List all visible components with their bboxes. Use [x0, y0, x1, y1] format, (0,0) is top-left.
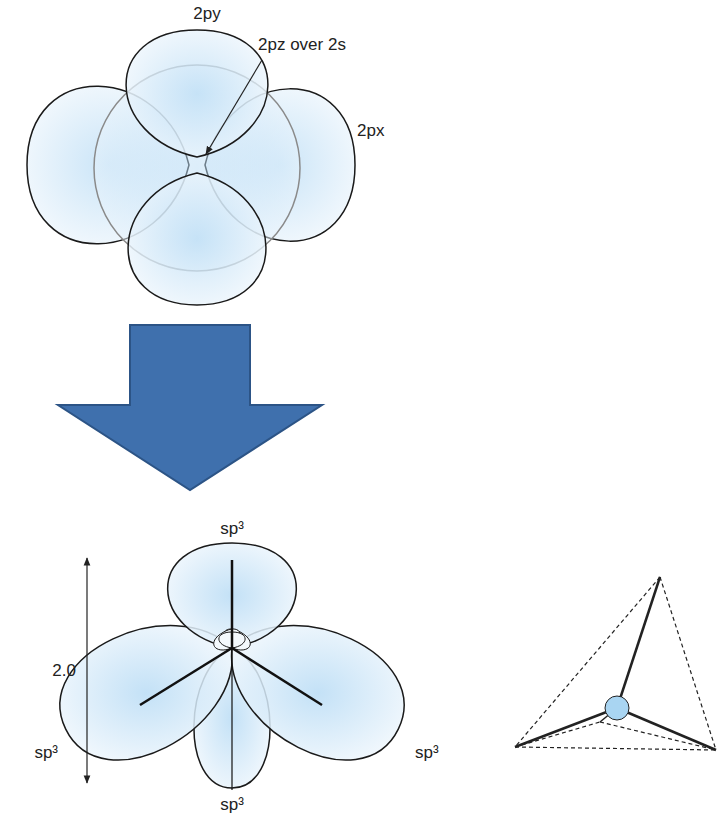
leader-arrow [206, 60, 262, 154]
dimension-value: 2.0 [52, 662, 76, 681]
sp3-lobe [168, 543, 297, 648]
orbital-label: sp³ [220, 796, 244, 815]
orbital-label: 2py [193, 5, 220, 24]
sp3-lobe [232, 626, 405, 760]
orbital-label: 2px [357, 122, 384, 141]
bond-axis [140, 648, 232, 705]
orbital-label: sp³ [415, 744, 439, 763]
hybrid-orbitals [60, 543, 404, 790]
sp3-lobe [60, 626, 233, 760]
orbital-label: 2pz over 2s [258, 36, 346, 55]
orbital-label: sp³ [34, 744, 58, 763]
p-orbital-lobe [128, 173, 266, 305]
transform-arrow [58, 325, 322, 490]
bond-axis [231, 648, 232, 790]
orbital-label: sp³ [220, 520, 244, 539]
p-orbital-lobe [126, 30, 268, 157]
bond-axis [231, 560, 234, 648]
tetrahedron [515, 577, 716, 750]
atomic-orbitals [27, 30, 355, 305]
bond-axis [232, 648, 322, 705]
dimension-arrow [86, 558, 87, 783]
